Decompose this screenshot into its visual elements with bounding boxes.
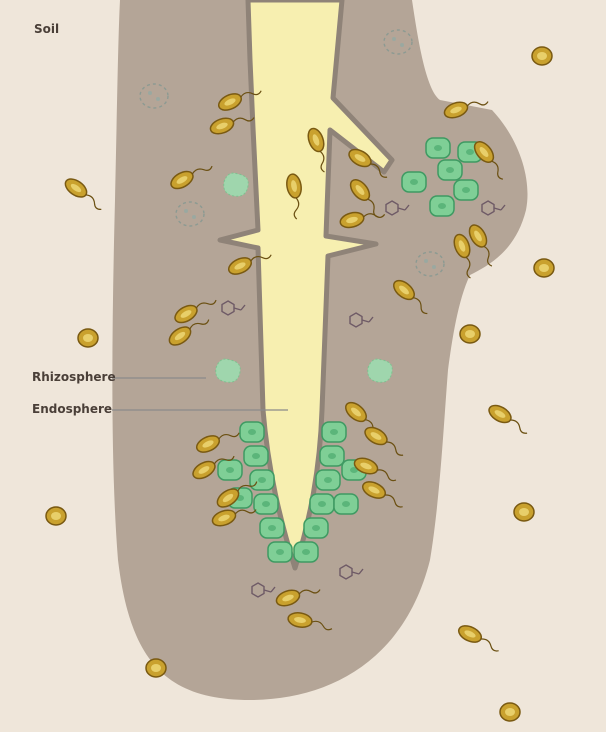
endosphere-label: Endosphere	[32, 402, 112, 416]
soil-label: Soil	[34, 22, 59, 36]
rhizosphere-label: Rhizosphere	[32, 370, 116, 384]
